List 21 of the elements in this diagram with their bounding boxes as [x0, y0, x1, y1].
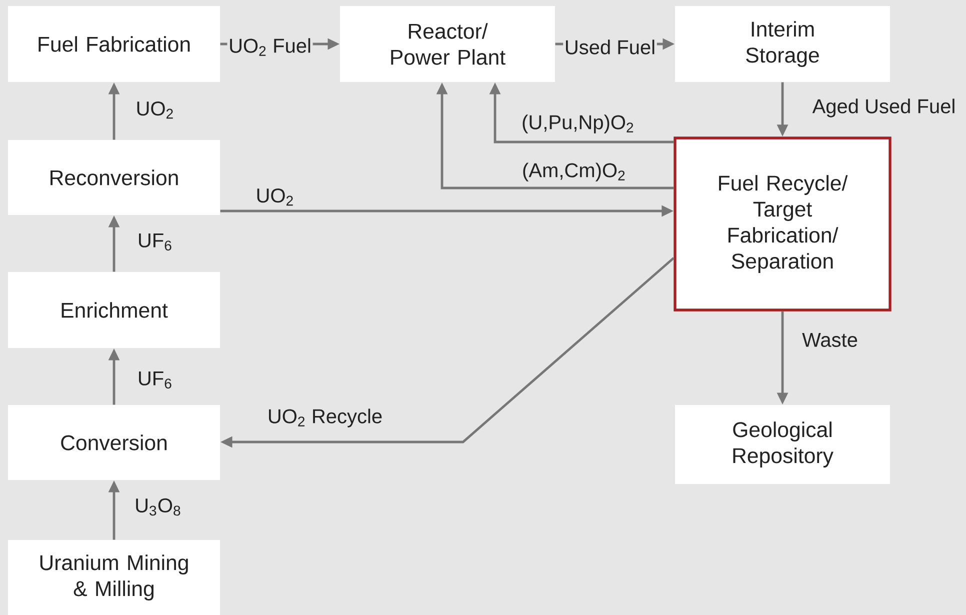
process-box: Interim Storage [675, 6, 890, 82]
edge-label: UF$_{6}$ [136, 370, 174, 390]
process-box: Fuel Recycle/ Target Fabrication/ Separation [674, 136, 892, 312]
edge-label: (Am,Cm)O$_{2}$ [520, 161, 628, 183]
edge-label: U$_{3}$O$_{8}$ [133, 497, 183, 517]
process-box: Geological Repository [675, 405, 890, 484]
edge-label: Waste [800, 332, 860, 348]
process-box: Uranium Mining & Milling [8, 540, 220, 615]
process-box: Conversion [8, 405, 220, 480]
edge-label: UO$_{2}$ [134, 100, 176, 120]
process-box: Reconversion [8, 140, 220, 215]
process-box: Fuel Fabrication [8, 6, 220, 82]
edge-label: (U,Pu,Np)O$_{2}$ [520, 113, 636, 135]
edge-label: UO$_{2}$ Fuel [227, 36, 313, 58]
process-box: Enrichment [8, 272, 220, 348]
edge-label: Used Fuel [563, 38, 657, 56]
edge-label: UO$_{2}$ [254, 187, 296, 207]
edge-label: UO$_{2}$ Recycle [266, 407, 384, 429]
process-box: Reactor/ Power Plant [340, 6, 555, 82]
edge-label: Aged Used Fuel [810, 97, 958, 119]
edge-label: UF$_{6}$ [136, 232, 174, 252]
